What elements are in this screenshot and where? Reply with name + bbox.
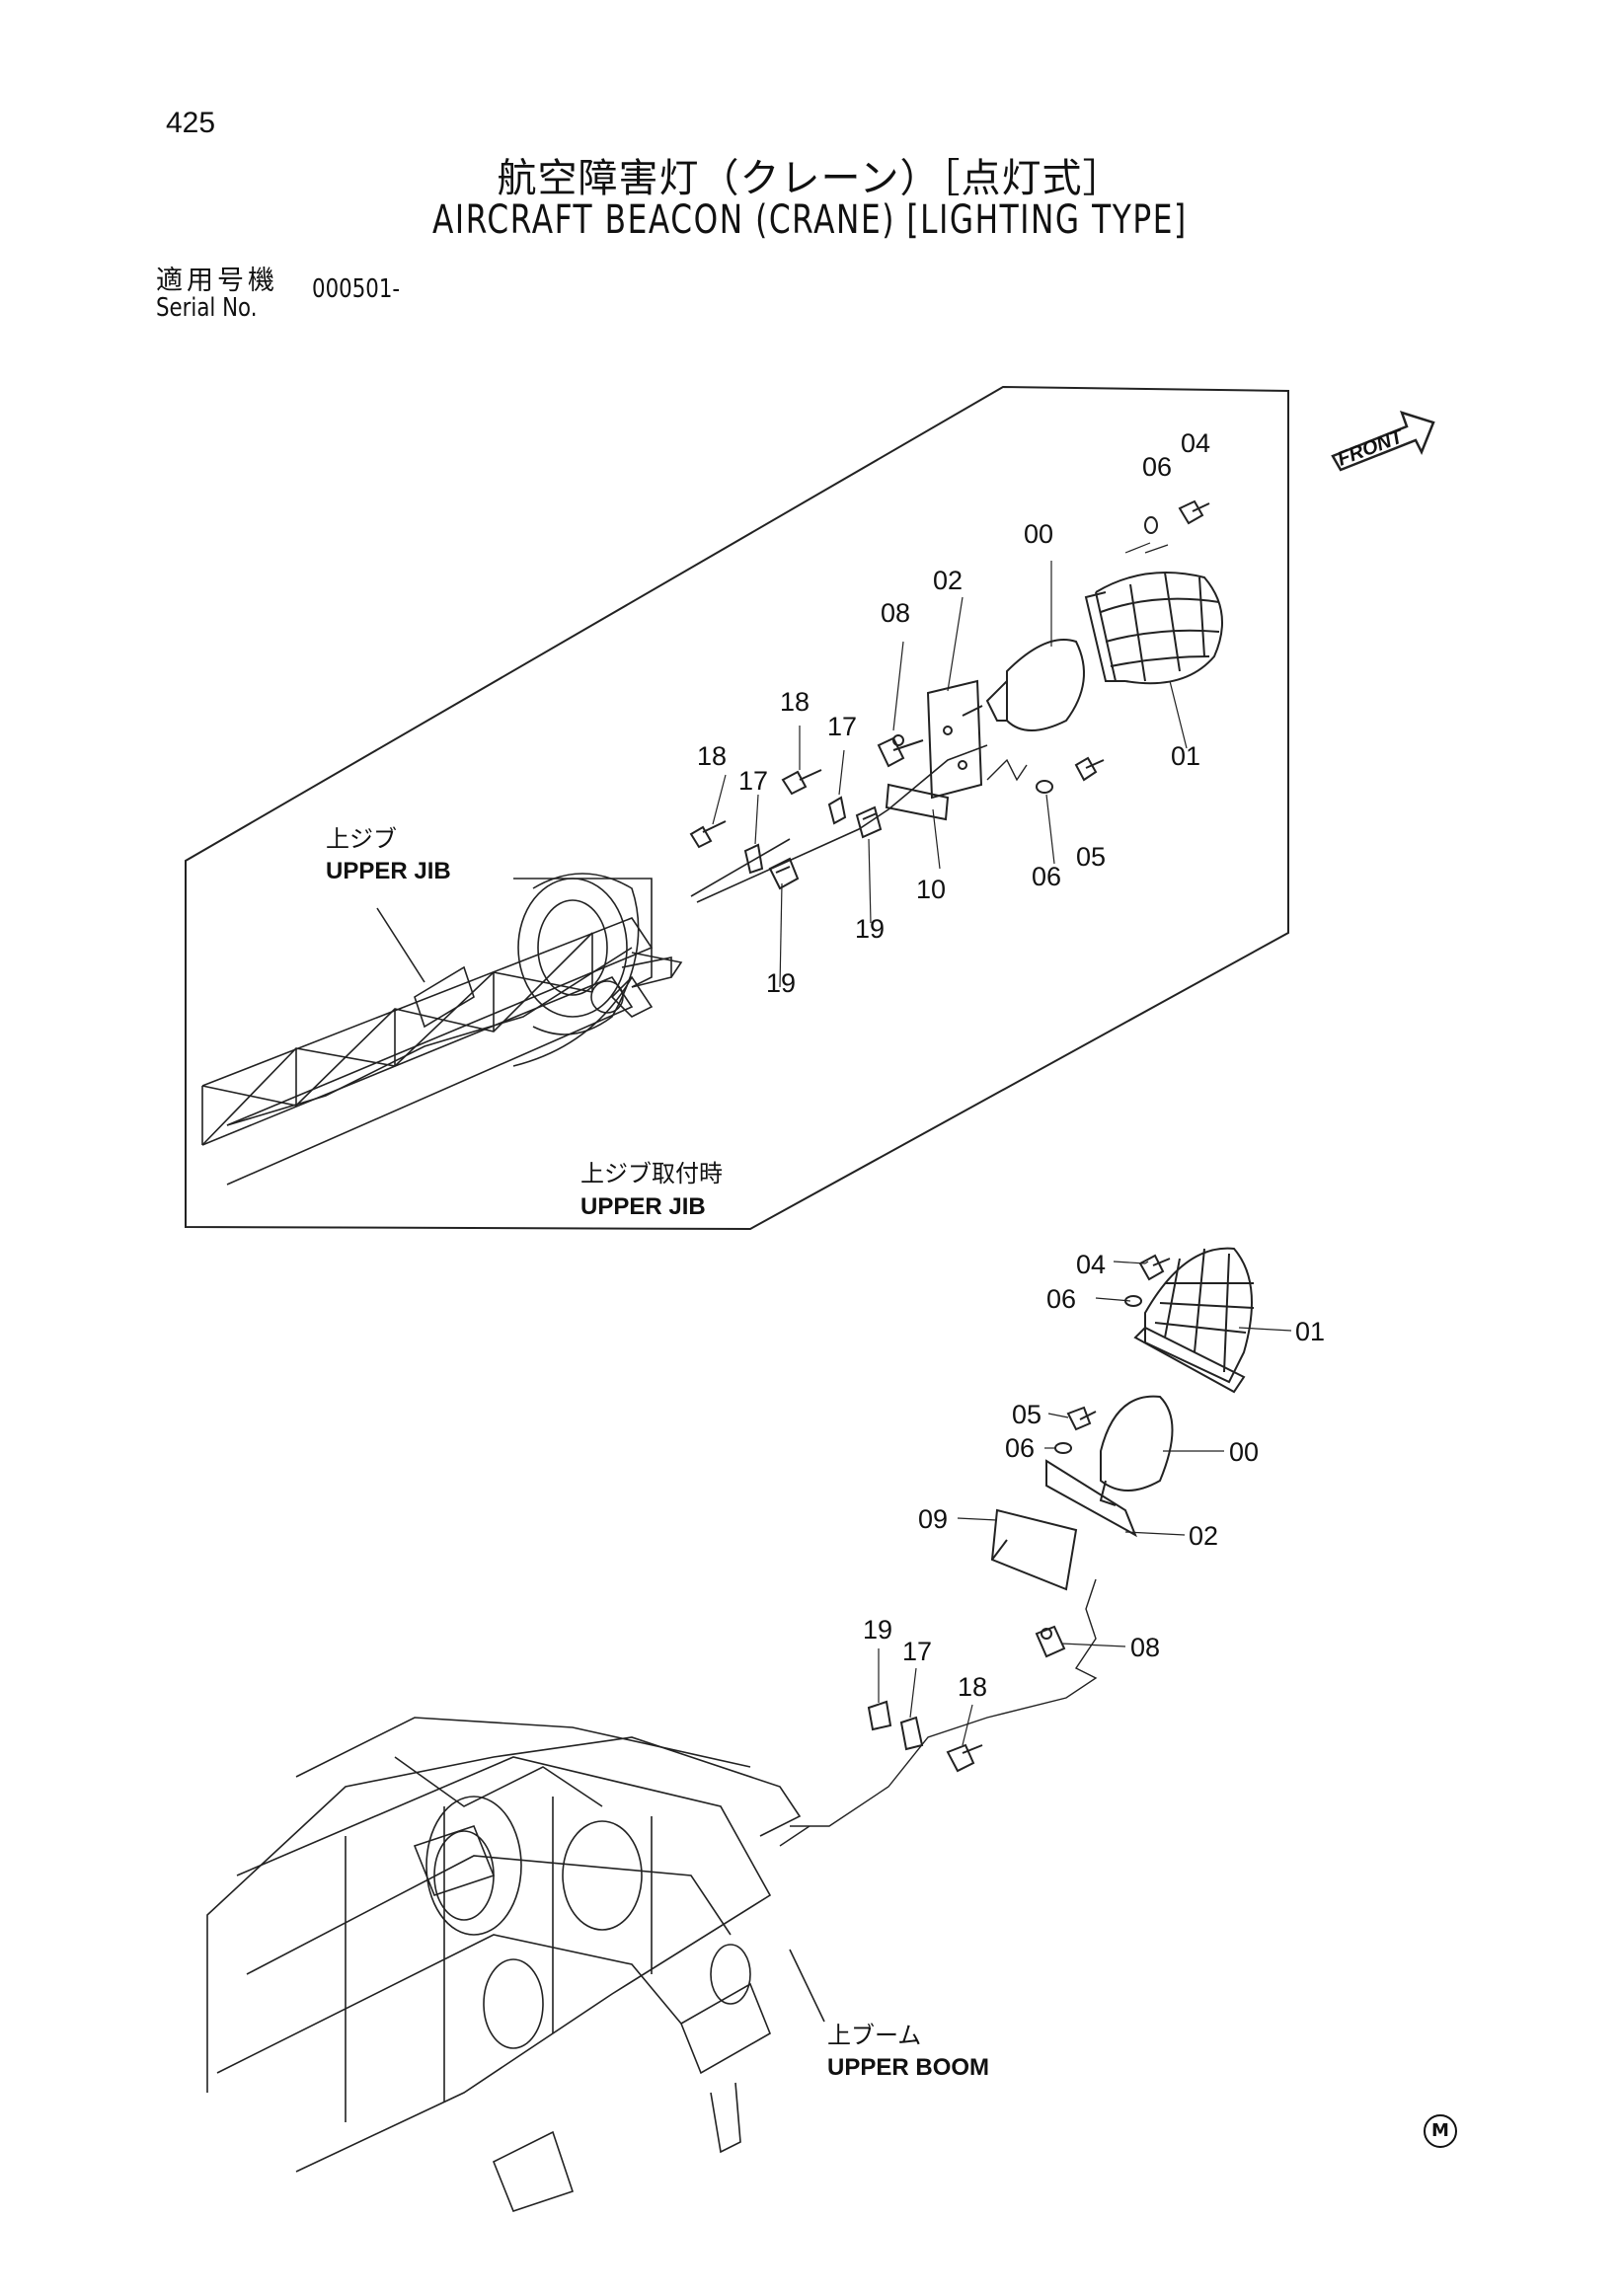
title-english: AIRCRAFT BEACON (CRANE) [LIGHTING TYPE] <box>432 197 1188 243</box>
upper-leaders <box>712 542 1188 988</box>
label-upper-05: 05 <box>1076 842 1106 872</box>
label-lower-00: 00 <box>1229 1437 1259 1467</box>
label-lower-18: 18 <box>958 1672 987 1702</box>
label-upper-17b: 17 <box>827 712 857 741</box>
upper-clamp-19a <box>768 857 800 890</box>
lower-guard-01 <box>1133 1247 1255 1394</box>
label-lower-05: 05 <box>1012 1400 1041 1429</box>
serial-label-japanese: 適用号機 <box>156 266 278 296</box>
lower-washer-06b <box>1054 1442 1072 1454</box>
upper-bolt-05 <box>1074 756 1105 782</box>
upper-guard-01 <box>1084 572 1223 685</box>
label-upper-06b: 06 <box>1032 862 1061 891</box>
lower-cable-end <box>779 1825 810 1847</box>
upper-boom-label-ja: 上ブーム <box>827 2023 921 2049</box>
upper-washer-06a <box>1144 516 1158 534</box>
label-upper-19a: 19 <box>766 968 796 998</box>
label-upper-06a: 06 <box>1142 452 1172 482</box>
label-lower-06a: 06 <box>1046 1284 1076 1314</box>
lower-bracket-09 <box>990 1508 1078 1591</box>
label-upper-18b: 18 <box>780 687 810 717</box>
lower-cable <box>790 1578 1098 1827</box>
upper-boom-leader <box>789 1949 825 2023</box>
label-upper-17a: 17 <box>738 766 768 796</box>
label-upper-19b: 19 <box>855 914 885 944</box>
upper-connector-08 <box>877 734 924 768</box>
label-lower-09: 09 <box>918 1504 948 1534</box>
upper-clip-17a <box>743 843 764 875</box>
lower-boom-structure <box>206 1717 802 2212</box>
label-upper-02: 02 <box>933 566 963 595</box>
upper-bolt-18b <box>781 769 822 796</box>
m-mark-icon: M <box>1424 2114 1457 2148</box>
label-lower-06b: 06 <box>1005 1433 1035 1463</box>
label-upper-04: 04 <box>1181 428 1210 458</box>
serial-number-value: 000501- <box>312 274 401 304</box>
front-arrow-icon: FRONT <box>1331 411 1435 472</box>
front-arrow-label: FRONT <box>1335 425 1408 471</box>
upper-inset-frame <box>185 385 1289 1231</box>
lower-bolt-05 <box>1066 1406 1097 1431</box>
label-upper-00: 00 <box>1024 519 1053 549</box>
label-lower-08: 08 <box>1130 1633 1160 1662</box>
upper-jib-structure <box>201 838 791 1186</box>
lower-bolt-18 <box>946 1743 983 1773</box>
upper-zigzag-leader <box>986 758 1028 782</box>
upper-caption-en: UPPER JIB <box>580 1193 706 1220</box>
lower-clamp-19 <box>867 1700 892 1731</box>
upper-boom-label-en: UPPER BOOM <box>827 2054 989 2081</box>
label-lower-19: 19 <box>863 1615 892 1645</box>
upper-jib-label-ja: 上ジブ <box>326 826 397 853</box>
upper-part-labels: 04 06 00 02 08 01 18 17 18 17 05 06 10 1… <box>326 428 1210 1220</box>
upper-caption-ja: 上ジブ取付時 <box>580 1161 723 1187</box>
lower-connector-08 <box>1035 1625 1066 1658</box>
label-upper-10: 10 <box>916 875 946 904</box>
upper-clamp-19b <box>855 805 883 839</box>
page-number: 425 <box>166 107 216 139</box>
label-lower-02: 02 <box>1189 1521 1218 1551</box>
upper-bolt-18a <box>689 820 727 849</box>
upper-clip-17b <box>827 796 847 825</box>
lower-lamp-00 <box>1099 1395 1174 1506</box>
upper-lamp-00 <box>962 639 1085 731</box>
serial-label-english: Serial No. <box>156 293 258 323</box>
lower-part-labels: 04 06 01 05 06 00 09 02 08 19 17 18 上ブーム… <box>827 1250 1325 2081</box>
label-upper-08: 08 <box>881 598 910 628</box>
upper-bolt-04 <box>1178 499 1210 525</box>
lower-clip-17 <box>899 1716 924 1751</box>
upper-plate-10 <box>885 783 950 821</box>
lower-bolt-04 <box>1138 1254 1171 1281</box>
upper-jib-label-en: UPPER JIB <box>326 858 451 884</box>
lower-plate-02 <box>1045 1459 1137 1538</box>
label-upper-18a: 18 <box>697 741 727 771</box>
label-lower-04: 04 <box>1076 1250 1106 1279</box>
upper-washer-06b <box>1036 780 1053 794</box>
upper-cable <box>696 744 988 903</box>
label-lower-17: 17 <box>902 1637 932 1666</box>
upper-plate-02 <box>926 679 983 800</box>
upper-jib-leader <box>376 907 425 983</box>
title-japanese: 航空障害灯（クレーン）［点灯式］ <box>497 156 1123 201</box>
label-lower-01: 01 <box>1295 1317 1325 1346</box>
label-upper-01: 01 <box>1171 741 1200 771</box>
lower-leaders <box>878 1261 1292 1746</box>
